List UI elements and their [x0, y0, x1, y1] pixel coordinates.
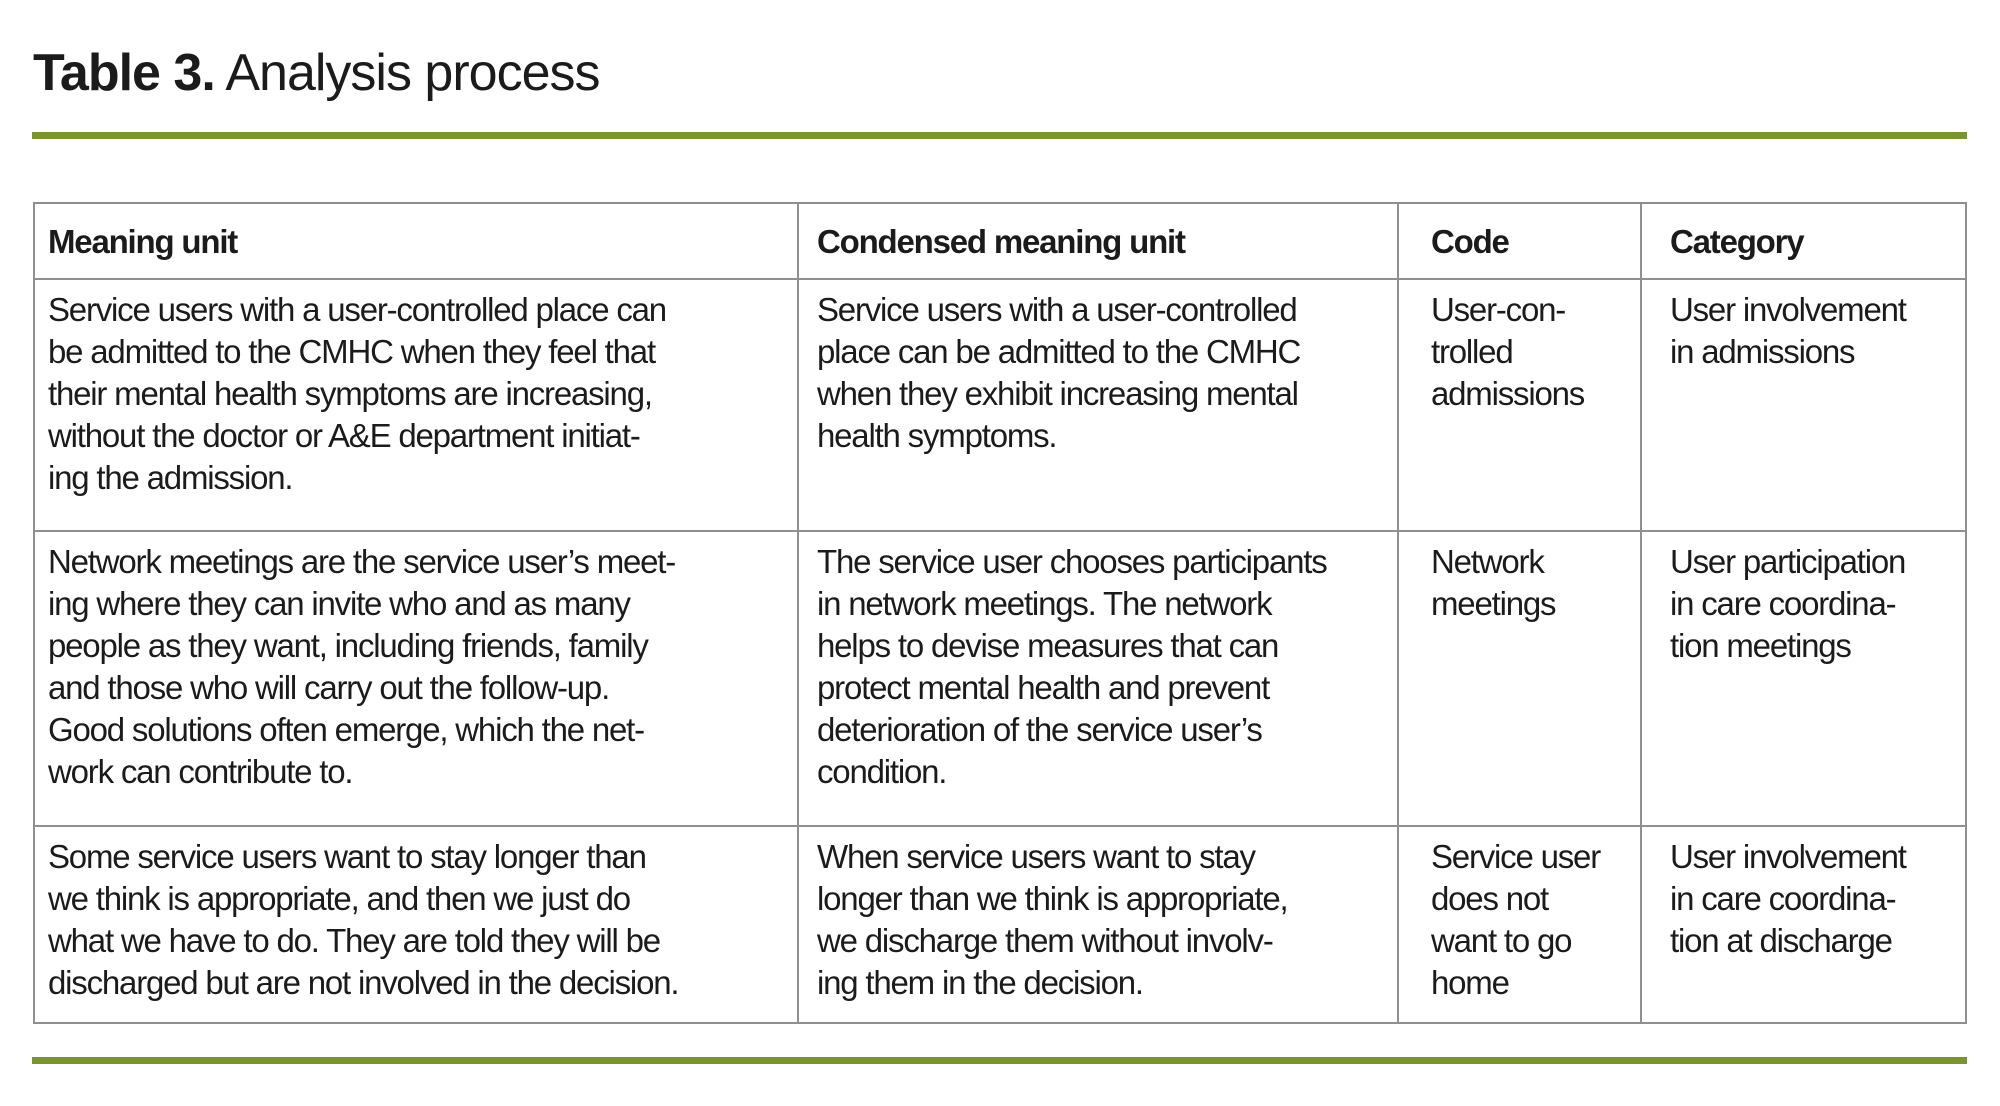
top-divider-rule [32, 132, 1967, 139]
col-header-meaning-unit: Meaning unit [33, 202, 799, 280]
col-header-code: Code [1397, 202, 1642, 280]
table-caption-text: Analysis process [214, 44, 600, 102]
col-header-condensed-meaning-unit: Condensed meaning unit [797, 202, 1399, 280]
table-row: Network meetings are the service user’s … [33, 530, 1967, 827]
cell-condensed-meaning-unit: The service user chooses participants in… [797, 530, 1399, 827]
table-caption: Table 3. Analysis process [33, 44, 601, 102]
cell-category: User participation in care coordina- tio… [1640, 530, 1967, 827]
table-row: Service users with a user-controlled pla… [33, 278, 1967, 532]
cell-code: Service user does not want to go home [1397, 825, 1642, 1024]
table-row: Some service users want to stay longer t… [33, 825, 1967, 1024]
cell-condensed-meaning-unit: When service users want to stay longer t… [797, 825, 1399, 1024]
col-header-category: Category [1640, 202, 1967, 280]
cell-meaning-unit: Some service users want to stay longer t… [33, 825, 799, 1024]
table-caption-label: Table 3. [33, 44, 216, 102]
analysis-process-table: Meaning unit Condensed meaning unit Code… [33, 202, 1967, 1024]
cell-code: User-con- trolled admissions [1397, 278, 1642, 532]
cell-category: User involvement in care coordina- tion … [1640, 825, 1967, 1024]
bottom-divider-rule [32, 1057, 1967, 1064]
cell-code: Network meetings [1397, 530, 1642, 827]
table-header-row: Meaning unit Condensed meaning unit Code… [33, 202, 1967, 280]
cell-meaning-unit: Service users with a user-controlled pla… [33, 278, 799, 532]
cell-category: User involvement in admissions [1640, 278, 1967, 532]
cell-meaning-unit: Network meetings are the service user’s … [33, 530, 799, 827]
cell-condensed-meaning-unit: Service users with a user-controlled pla… [797, 278, 1399, 532]
